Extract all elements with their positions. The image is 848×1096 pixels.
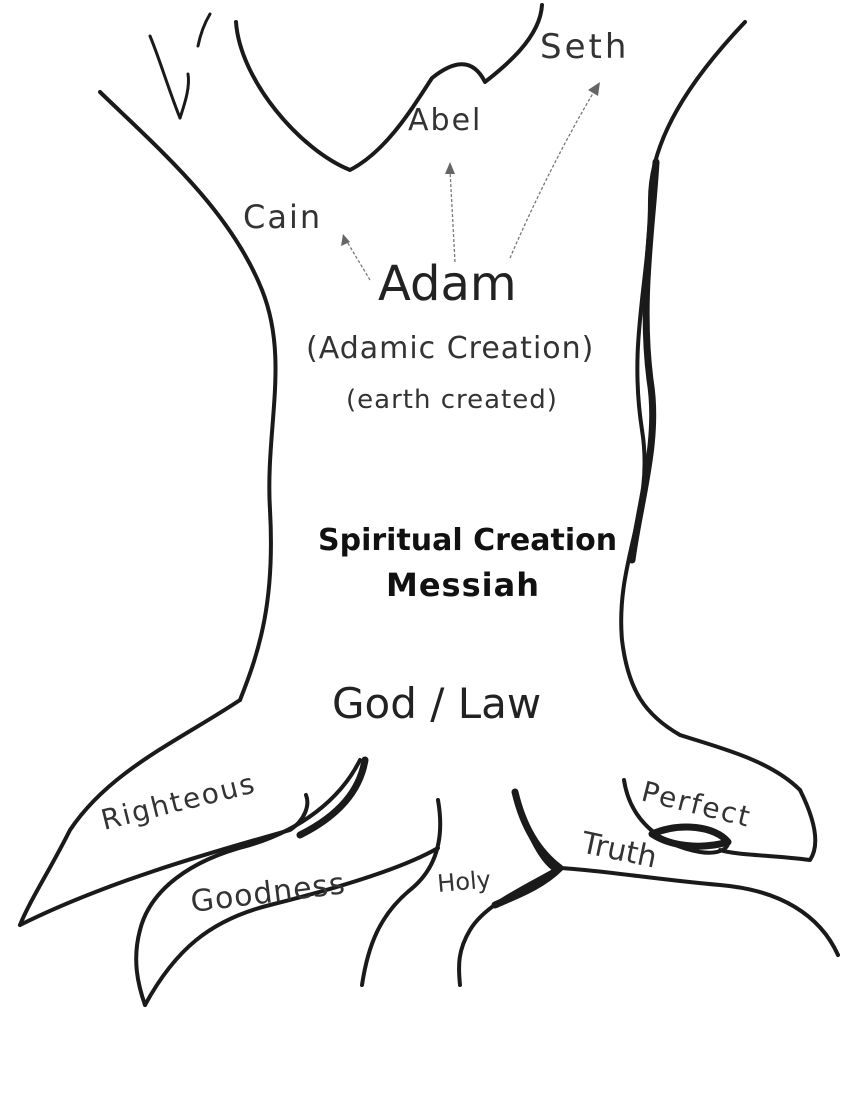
root-perfect-curve: [622, 778, 731, 855]
trunk-right-shadow: [628, 158, 660, 564]
root-truth-inner: [718, 788, 818, 862]
twig-left-tip: [178, 72, 190, 120]
label-earth-created: (earth created): [346, 385, 558, 415]
label-cain: Cain: [243, 198, 322, 236]
arrow-head-abel: [445, 162, 455, 174]
arrow-adam-to-seth: [509, 89, 596, 259]
arrow-adam-to-cain: [345, 239, 371, 281]
label-abel: Abel: [408, 103, 482, 138]
root-goodness-shadow: [296, 756, 369, 839]
twig-left: [148, 34, 182, 120]
root-holy-shadow: [491, 788, 564, 909]
label-holy: Holy: [436, 865, 492, 898]
label-goodness: Goodness: [189, 866, 348, 920]
label-seth: Seth: [540, 27, 629, 67]
root-goodness-outer: [134, 758, 362, 1007]
trunk-right-edge: [619, 20, 802, 792]
root-righteous-outer: [18, 698, 242, 927]
label-truth: Truth: [577, 825, 660, 875]
label-messiah: Messiah: [386, 566, 540, 604]
trunk-crown-notch: [234, 3, 544, 172]
arrow-head-seth: [588, 82, 600, 96]
root-truth-outer: [558, 866, 840, 957]
label-adamic-creation: (Adamic Creation): [306, 331, 594, 366]
root-holy-left: [360, 798, 443, 987]
arrow-adam-to-abel: [449, 169, 456, 263]
root-goodness-inner: [143, 846, 440, 1007]
arrow-head-cain: [341, 234, 350, 246]
twig-right: [196, 12, 212, 48]
root-perfect-loop: [648, 823, 732, 850]
label-adam: Adam: [378, 256, 517, 312]
label-spiritual-creation: Spiritual Creation: [318, 523, 617, 558]
label-god-law: God / Law: [332, 679, 541, 728]
trunk-left-edge: [98, 90, 278, 702]
root-righteous-inner: [18, 793, 310, 927]
